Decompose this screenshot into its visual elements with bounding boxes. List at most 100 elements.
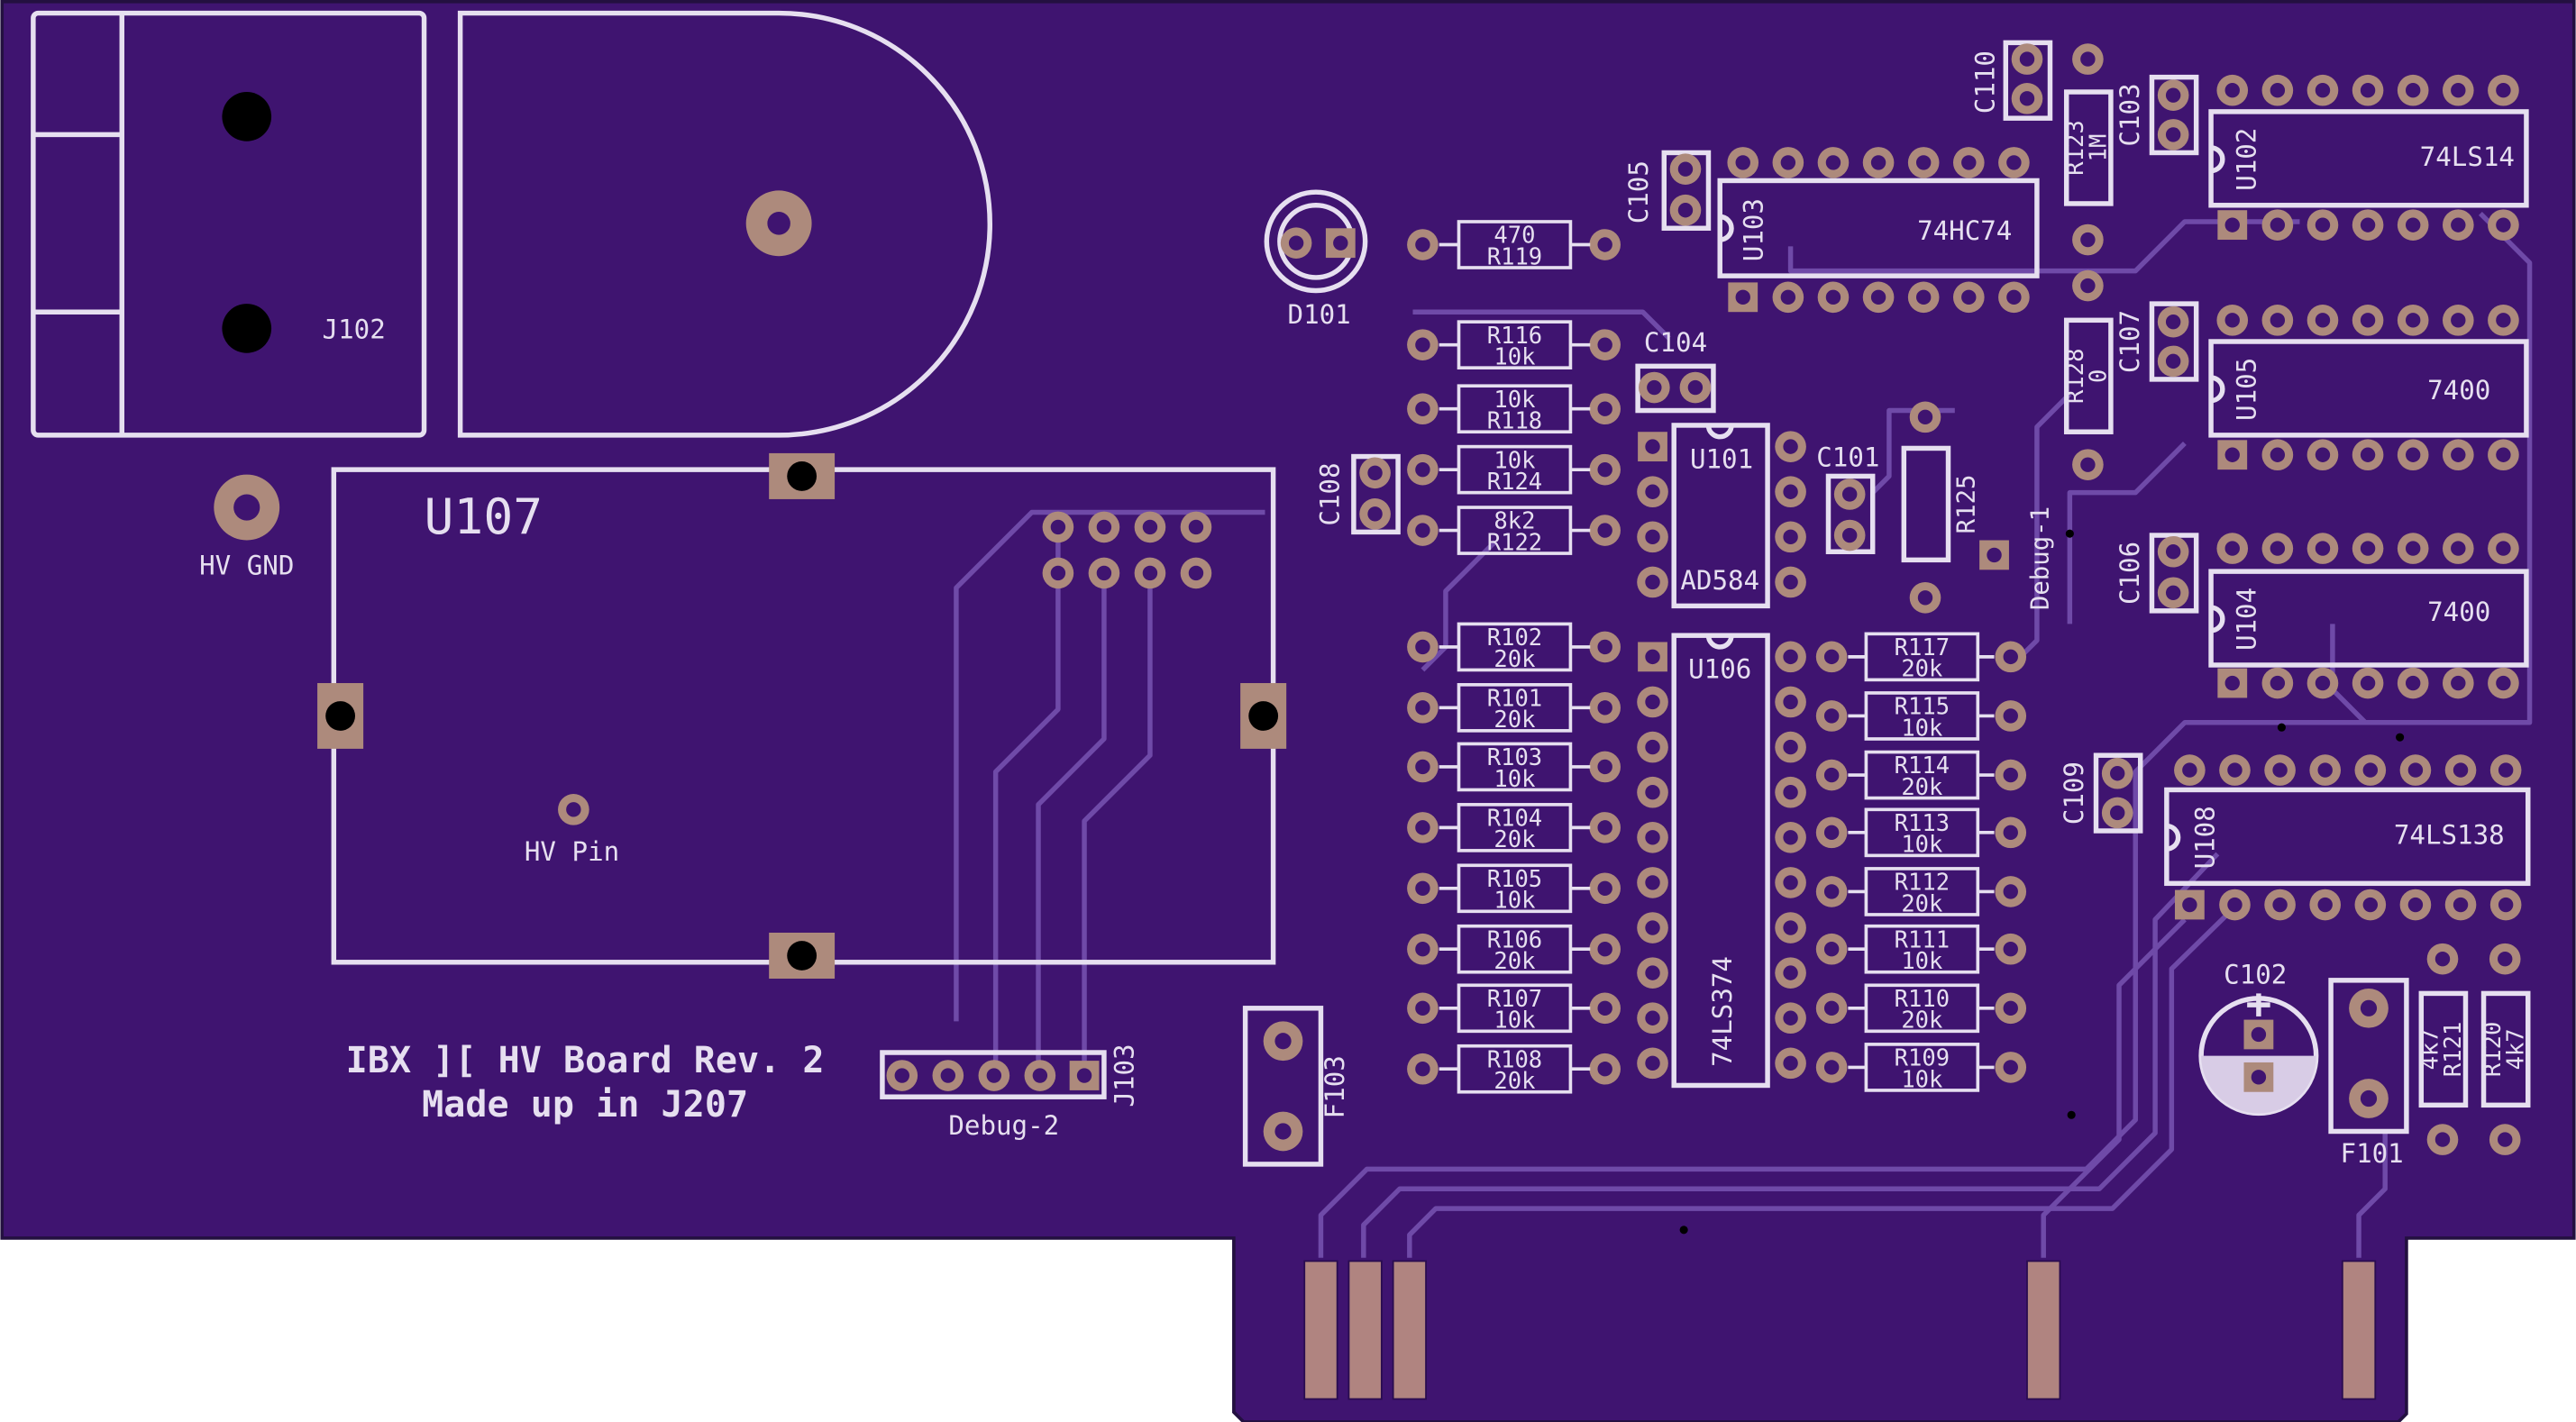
- res-left-pad-drill: [1415, 401, 1430, 416]
- res-left-top: R107: [1487, 986, 1542, 1013]
- u105-pin-drill: [2315, 313, 2331, 328]
- res-left-bottom: 20k: [1494, 948, 1535, 975]
- u108-pin-drill: [2498, 762, 2514, 778]
- hv-pin-pad-drill: [566, 802, 581, 817]
- u105-pin-drill: [2270, 447, 2286, 462]
- chip-ref-u106: U106: [1688, 654, 1751, 685]
- cap-c110-pad-drill: [2019, 51, 2035, 67]
- res-right-top: R112: [1895, 870, 1950, 897]
- cap-c103-pad-drill: [2165, 87, 2181, 103]
- cap-c104-pad-drill: [1687, 379, 1704, 396]
- cap-c108-pad-drill: [1367, 465, 1383, 480]
- res-right-body: [1864, 691, 1980, 741]
- u106-pin-drill: [1645, 784, 1660, 800]
- res-right-body: [1864, 632, 1980, 682]
- u107-header-pin-drill: [1096, 565, 1112, 581]
- vres-pad-drill: [2498, 951, 2513, 967]
- res-right-bottom: 20k: [1901, 1007, 1942, 1035]
- res-right-pad-drill: [2003, 649, 2018, 665]
- u102-pin-drill: [2315, 83, 2331, 98]
- res-right-pad-drill: [2003, 942, 2018, 957]
- u106-pin-drill: [1645, 875, 1660, 890]
- u102-pin-drill: [2405, 217, 2421, 232]
- res-left-pad-drill: [1415, 1062, 1430, 1077]
- res-left-bottom: R122: [1487, 529, 1542, 556]
- u107-pad-hole: [787, 941, 818, 971]
- d101-pad-drill: [1288, 235, 1304, 251]
- chip-name-u103: 74HC74: [1917, 215, 2012, 246]
- res-left-pad-drill: [1597, 401, 1612, 416]
- j103-pin-drill: [986, 1068, 1002, 1083]
- cap-label-c106: C106: [2115, 542, 2145, 605]
- res-right-pad-drill: [2003, 1000, 2018, 1016]
- chip-ref-u102: U102: [2231, 128, 2261, 191]
- u103-pin-drill: [1915, 289, 1932, 305]
- vres-pad-drill: [2080, 457, 2096, 472]
- res-right-body: [1864, 1043, 1980, 1092]
- vres-pad-drill: [2080, 51, 2096, 67]
- res-left-top: R106: [1487, 926, 1542, 953]
- res-right-pad-drill: [2003, 884, 2018, 899]
- cap-c107-pad-drill: [2165, 314, 2181, 330]
- u106-pin-drill: [1645, 1055, 1660, 1071]
- res-left-body: [1457, 983, 1573, 1034]
- u108-pin-drill: [2453, 897, 2469, 913]
- u106-pin-drill: [1783, 830, 1798, 845]
- res-left-pad-drill: [1597, 1000, 1612, 1016]
- res-left-pad-drill: [1415, 461, 1430, 478]
- j103-pin-drill: [1076, 1068, 1092, 1083]
- res-left-pad-drill: [1597, 1062, 1612, 1077]
- cap-label-c103: C103: [2115, 83, 2145, 146]
- u103-pin-drill: [1780, 155, 1796, 170]
- u101-pin-drill: [1645, 484, 1660, 499]
- res-left-body: [1457, 863, 1573, 914]
- u108-pin-drill: [2407, 897, 2424, 913]
- u107-pad-hole: [787, 461, 818, 491]
- u107-label: U107: [425, 488, 544, 545]
- u104-pin-drill: [2496, 541, 2511, 556]
- vres-pad-drill: [2498, 1132, 2513, 1147]
- u103-pin-drill: [1825, 289, 1841, 305]
- u103-pin-drill: [2006, 289, 2022, 305]
- res-right-bottom: 20k: [1901, 656, 1942, 683]
- res-right-top: R114: [1895, 752, 1950, 779]
- u103-pin-drill: [2006, 155, 2022, 170]
- u104-pin-drill: [2496, 675, 2511, 691]
- u107-header-pin-drill: [1096, 519, 1112, 535]
- res-left-body: [1457, 384, 1573, 434]
- u106-pin-drill: [1783, 739, 1798, 755]
- res-right-bottom: 10k: [1901, 948, 1942, 975]
- via: [2277, 723, 2286, 732]
- cap-label-c105: C105: [1623, 160, 1654, 223]
- u106-pin-drill: [1645, 1010, 1660, 1025]
- u102-pin-drill: [2451, 83, 2466, 98]
- edge-finger: [1347, 1260, 1383, 1400]
- vres-pad-drill: [2434, 951, 2451, 967]
- res-right-pad-drill: [2003, 708, 2018, 724]
- res-right-bottom: 20k: [1901, 774, 1942, 801]
- cap-c102-pad-drill: [2251, 1070, 2267, 1085]
- u104-pin-drill: [2270, 541, 2286, 556]
- u104-pin-drill: [2451, 675, 2466, 691]
- u103-pin-drill: [1961, 289, 1977, 305]
- res-left-bottom: 20k: [1494, 646, 1535, 673]
- res-right-top: R110: [1895, 986, 1950, 1013]
- cap-c109-pad-drill: [2109, 766, 2125, 781]
- u102-pin-drill: [2224, 217, 2240, 232]
- res-left-pad-drill: [1415, 1000, 1430, 1016]
- j102-label: J102: [323, 314, 386, 344]
- u103-pin-drill: [1825, 155, 1841, 170]
- u105-pin-drill: [2451, 313, 2466, 328]
- res-left-bottom: R119: [1487, 243, 1542, 270]
- d101-pad-drill: [1333, 235, 1348, 251]
- u105-pin-drill: [2405, 313, 2421, 328]
- res-left-pad-drill: [1415, 237, 1430, 252]
- u105-pin-drill: [2496, 313, 2511, 328]
- res-left-body: [1457, 742, 1573, 792]
- vres-pad-drill: [1917, 590, 1933, 606]
- res-left-pad-drill: [1597, 523, 1612, 538]
- hv-pin-label: HV Pin: [525, 836, 619, 867]
- f103-pin-drill: [1274, 1123, 1292, 1140]
